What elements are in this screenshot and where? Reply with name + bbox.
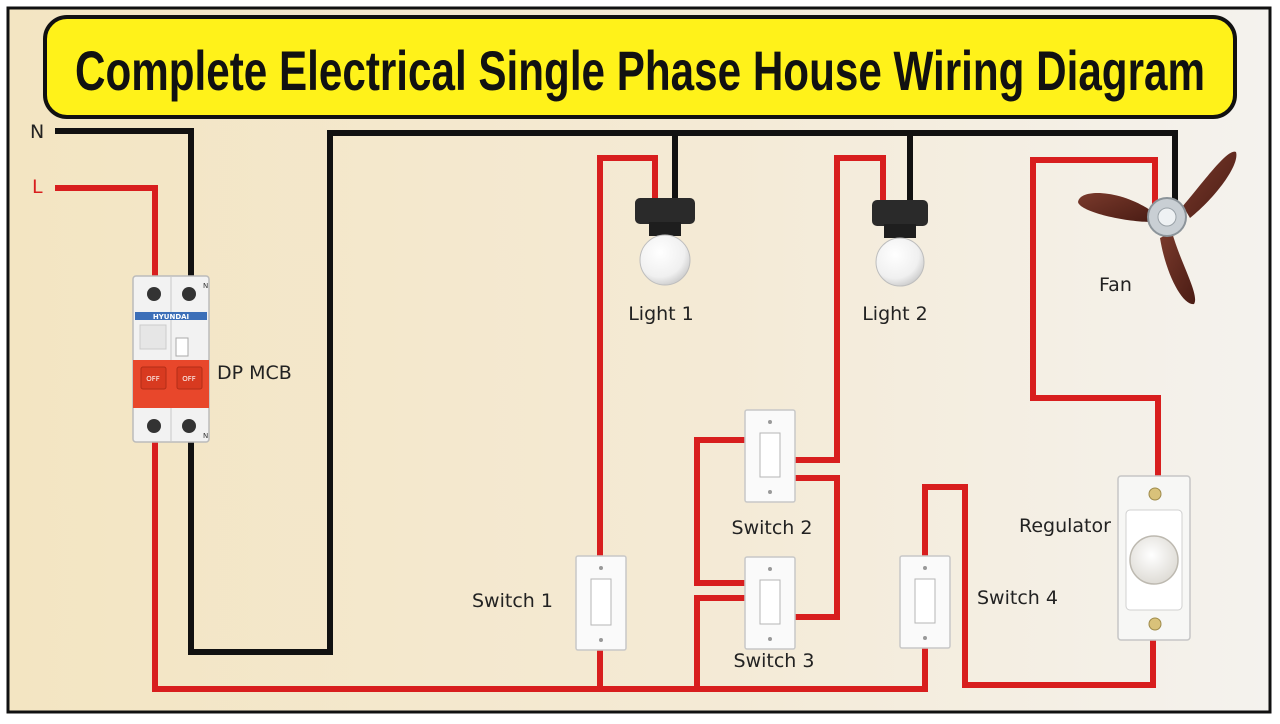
light1-bulb-icon	[639, 234, 691, 286]
fan-label: Fan	[1099, 274, 1132, 296]
switch3-label: Switch 3	[734, 650, 815, 672]
mcb-screw-top-right	[182, 287, 196, 301]
switch2-screw-top	[768, 420, 772, 424]
switch-3[interactable]	[744, 556, 796, 650]
live-supply-wire	[55, 185, 158, 280]
mcb-screw-bottom-right	[182, 419, 196, 433]
mcb-screw-top-left	[147, 287, 161, 301]
light-1[interactable]	[635, 198, 695, 286]
light2-label: Light 2	[862, 303, 928, 325]
fan-hub-center	[1157, 207, 1177, 227]
switch4-label: Switch 4	[977, 587, 1058, 609]
traveller-wire-b	[795, 475, 840, 620]
neutral-wires	[55, 128, 1178, 655]
switch1-rocker[interactable]	[590, 578, 612, 626]
light-2[interactable]	[872, 200, 928, 287]
fan-blade-right	[1183, 151, 1237, 218]
live-wires	[55, 155, 1161, 692]
mcb-off-left: OFF	[146, 375, 160, 383]
light2-switched-wire	[795, 155, 886, 463]
mcb-brand-strip	[135, 312, 207, 320]
dp-mcb[interactable]: HYUNDAI N N OFF OFF	[132, 275, 210, 443]
live-terminal-label: L	[32, 176, 43, 198]
mcb-n-top: N	[203, 282, 208, 290]
light1-cap	[649, 222, 681, 236]
ceiling-fan[interactable]	[1078, 151, 1237, 305]
light1-switched-wire	[597, 155, 658, 560]
mcb-off-right: OFF	[182, 375, 196, 383]
regulator-knob-icon[interactable]	[1129, 535, 1179, 585]
switch4-screw-bottom	[923, 636, 927, 640]
fan-blade-left	[1078, 192, 1152, 222]
switch3-screw-top	[768, 567, 772, 571]
fan-blade-bottom	[1160, 232, 1196, 305]
switch-2[interactable]	[744, 409, 796, 503]
neutral-supply-wire	[55, 128, 194, 280]
live-switch3-feed	[694, 595, 745, 689]
light1-label: Light 1	[628, 303, 694, 325]
switch4-screw-top	[923, 566, 927, 570]
switch4-rocker[interactable]	[914, 578, 936, 624]
traveller-wire-a	[694, 437, 745, 586]
switch2-label: Switch 2	[732, 517, 813, 539]
switch-4[interactable]	[899, 555, 951, 649]
switch2-rocker[interactable]	[759, 432, 781, 478]
switch1-label: Switch 1	[472, 590, 553, 612]
mcb-brand: HYUNDAI	[153, 313, 189, 321]
fan-regulator[interactable]	[1117, 475, 1191, 641]
regulator-label: Regulator	[1019, 515, 1111, 537]
switch1-screw-bottom	[599, 638, 603, 642]
neutral-terminal-label: N	[30, 121, 44, 143]
neutral-bus-wire	[188, 130, 1178, 655]
page-title: Complete Electrical Single Phase House W…	[75, 39, 1205, 102]
title-box	[43, 15, 1237, 119]
switch1-screw-top	[599, 566, 603, 570]
switch-1[interactable]	[575, 555, 627, 651]
title-banner: Complete Electrical Single Phase House W…	[43, 15, 1237, 119]
mcb-toggle-left[interactable]	[140, 366, 167, 390]
switch3-rocker[interactable]	[759, 579, 781, 625]
light2-holder	[872, 200, 928, 226]
switch4-to-regulator-wire	[922, 484, 1156, 688]
mcb-screw-bottom-left	[147, 419, 161, 433]
switch3-screw-bottom	[768, 637, 772, 641]
light2-cap	[884, 224, 916, 238]
mcb-spec-label	[139, 324, 167, 350]
mcb-window	[175, 337, 189, 357]
dp-mcb-label: DP MCB	[217, 362, 292, 384]
regulator-screw-top	[1148, 487, 1162, 501]
regulator-to-fan-wire	[1030, 157, 1161, 480]
mcb-toggle-right[interactable]	[176, 366, 203, 390]
regulator-screw-bottom	[1148, 617, 1162, 631]
switch2-screw-bottom	[768, 490, 772, 494]
mcb-n-bottom: N	[203, 432, 208, 440]
board-frame	[6, 6, 1272, 714]
light1-holder	[635, 198, 695, 224]
live-bus-wire	[152, 440, 928, 692]
light2-bulb-icon	[875, 237, 925, 287]
